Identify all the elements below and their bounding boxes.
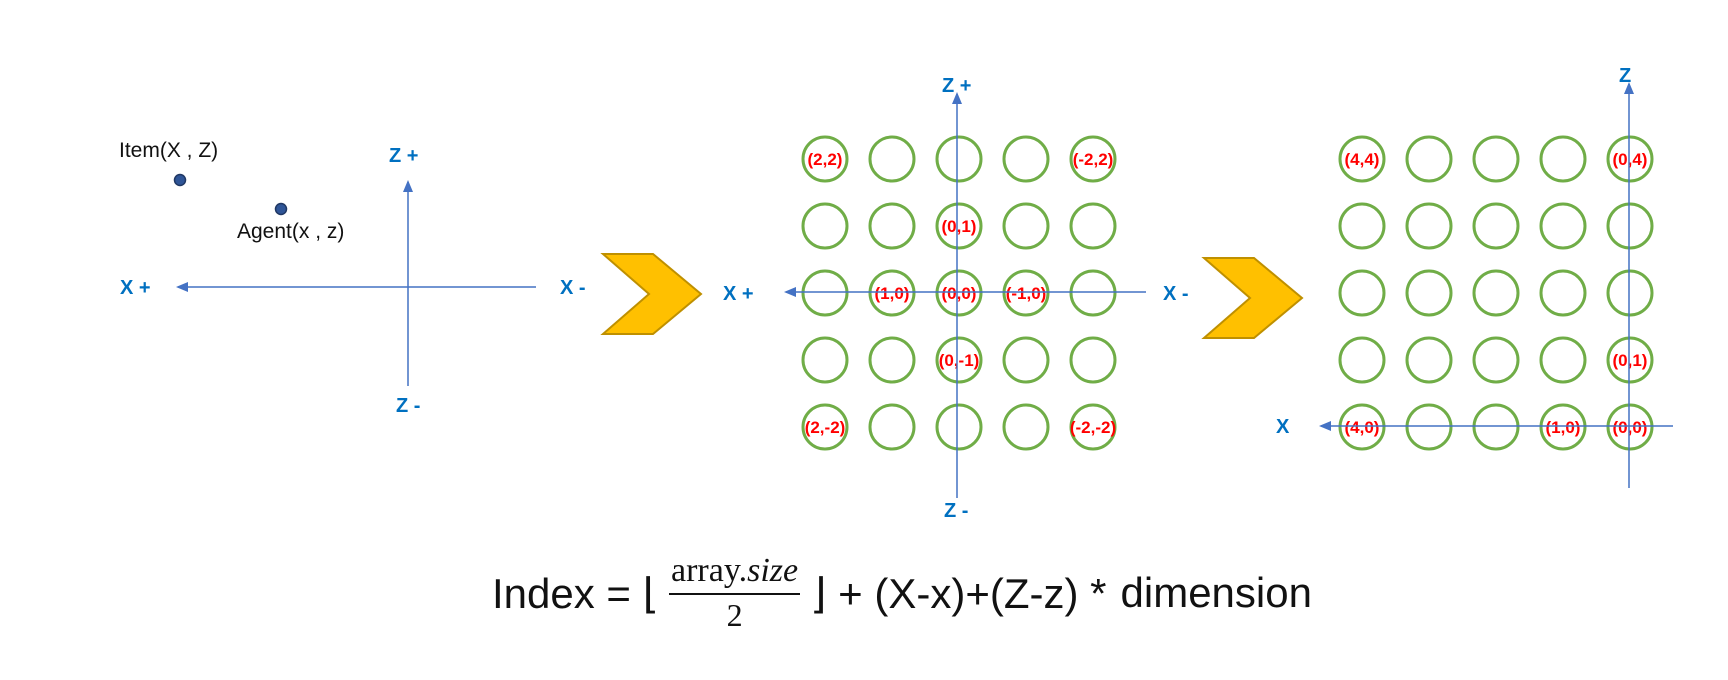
grid-cell-circle (1539, 135, 1587, 183)
grid-cell-label: (0,1) (1613, 351, 1648, 370)
grid-cell-label: (-2,2) (1073, 150, 1114, 169)
grid-cell-circle (1338, 135, 1386, 183)
grid-cell-circle (1606, 202, 1654, 250)
grid-cell-circle (1472, 336, 1520, 384)
grid-cell-circle (1606, 269, 1654, 317)
formula-denominator: 2 (726, 597, 743, 634)
grid-cell-label: (-2,-2) (1070, 418, 1116, 437)
grid-cell-circle (868, 403, 916, 451)
grid-cell-circle (1405, 403, 1453, 451)
formula-lhs: Index = ⌊ (492, 569, 659, 617)
grid-cell-circle (1002, 135, 1050, 183)
grid-cell-label: (2,-2) (805, 418, 846, 437)
grid-cell-label: (1,0) (1546, 418, 1581, 437)
grid-cell-circle (1002, 269, 1050, 317)
grid-cell-circle (1405, 135, 1453, 183)
formula-rhs: ⌋ + (X-x)+(Z-z) * (810, 569, 1107, 617)
grid-cell-circle (1002, 336, 1050, 384)
grid-cell-circle (1472, 403, 1520, 451)
grid-cell-circle (801, 135, 849, 183)
item-label: Item(X , Z) (119, 139, 218, 162)
grid-cell-label: (4,0) (1345, 418, 1380, 437)
grid-cell-circle (935, 135, 983, 183)
grid-cell-circle (1539, 403, 1587, 451)
axis-label-x-plus: X + (120, 277, 151, 299)
grid-cell-circle (1606, 135, 1654, 183)
panel-centered-grid: (2,2) (-2,2) (0,1) (1,0) (0,0) (-1,0) (0,-1) (2… (723, 75, 1189, 522)
item-dot (173, 173, 187, 187)
grid-cell-circle (801, 269, 849, 317)
grid-cell-label: (0,0) (1613, 418, 1648, 437)
axis-label-x-minus: X - (1163, 283, 1189, 305)
grid-cell-circle (1472, 269, 1520, 317)
agent-label: Agent(x , z) (237, 220, 344, 243)
grid-cell-circle (1405, 336, 1453, 384)
grid-cell-circle (868, 135, 916, 183)
grid-cell-label: (-1,0) (1006, 284, 1047, 303)
agent-dot (274, 202, 288, 216)
grid-cell-circle (1002, 403, 1050, 451)
grid-cell-circle (801, 202, 849, 250)
grid-cell-circle (1069, 403, 1117, 451)
formula-fraction: array.size 2 (669, 553, 801, 634)
index-formula: Index = ⌊ array.size 2 ⌋ + (X-x)+(Z-z) *… (492, 548, 1312, 638)
grid-cell-circle (801, 336, 849, 384)
axis-label-x-plus: X + (723, 283, 754, 305)
grid-cell-circle (1472, 135, 1520, 183)
chevron-arrow-icon (600, 253, 703, 335)
grid-cell-circle (1338, 403, 1386, 451)
grid-cell-circle (1606, 403, 1654, 451)
grid-cell-circle (1002, 202, 1050, 250)
grid-cell-circle (1405, 202, 1453, 250)
grid-cell-circle (1539, 336, 1587, 384)
grid-cell-circle (1069, 135, 1117, 183)
grid-array: (4,4) (0,4) (0,1) (4,0) (1,0) (0,0) (1338, 135, 1654, 451)
panel-world-coordinates: Item(X , Z) Agent(x , z) Z + Z - X + X - (119, 139, 586, 417)
grid-cell-label: (0,1) (942, 217, 977, 236)
grid-cell-circle (868, 202, 916, 250)
grid-cell-circle (935, 269, 983, 317)
grid-cell-circle (1539, 202, 1587, 250)
grid-cell-circle (935, 202, 983, 250)
axis-label-x-minus: X - (560, 277, 586, 299)
grid-cell-label: (0,0) (942, 284, 977, 303)
grid-cell-label: (2,2) (808, 150, 843, 169)
grid-cell-circle (1338, 202, 1386, 250)
formula-numerator: array.size (669, 553, 801, 596)
grid-cell-circle (935, 403, 983, 451)
grid-cell-label: (0,-1) (939, 351, 980, 370)
axis-label-z: Z (1619, 65, 1631, 87)
axis-label-z-minus: Z - (944, 500, 968, 522)
grid-cell-label: (0,4) (1613, 150, 1648, 169)
grid-cell-circle (1606, 336, 1654, 384)
grid-cell-circle (1539, 269, 1587, 317)
grid-cell-circle (1069, 269, 1117, 317)
grid-cell-circle (1069, 336, 1117, 384)
chevron-arrow-icon (1201, 257, 1304, 339)
grid-cell-circle (868, 336, 916, 384)
grid-cell-circle (1405, 269, 1453, 317)
axis-label-z-plus: Z + (389, 145, 418, 167)
axis-label-z-minus: Z - (396, 395, 420, 417)
grid-cell-label: (4,4) (1345, 150, 1380, 169)
axis-label-x: X (1276, 416, 1290, 438)
grid-cell-circle (1472, 202, 1520, 250)
grid-cell-circle (801, 403, 849, 451)
formula-dimension: dimension (1120, 569, 1312, 616)
grid-centered: (2,2) (-2,2) (0,1) (1,0) (0,0) (-1,0) (0,-1) (2… (801, 135, 1117, 451)
grid-cell-circle (1338, 269, 1386, 317)
grid-cell-circle (1338, 336, 1386, 384)
grid-cell-circle (1069, 202, 1117, 250)
axis-label-z-plus: Z + (942, 75, 971, 97)
grid-cell-label: (1,0) (875, 284, 910, 303)
grid-cell-circle (935, 336, 983, 384)
grid-cell-circle (868, 269, 916, 317)
panel-array-grid: (4,4) (0,4) (0,1) (4,0) (1,0) (0,0) Z X (1276, 65, 1673, 488)
